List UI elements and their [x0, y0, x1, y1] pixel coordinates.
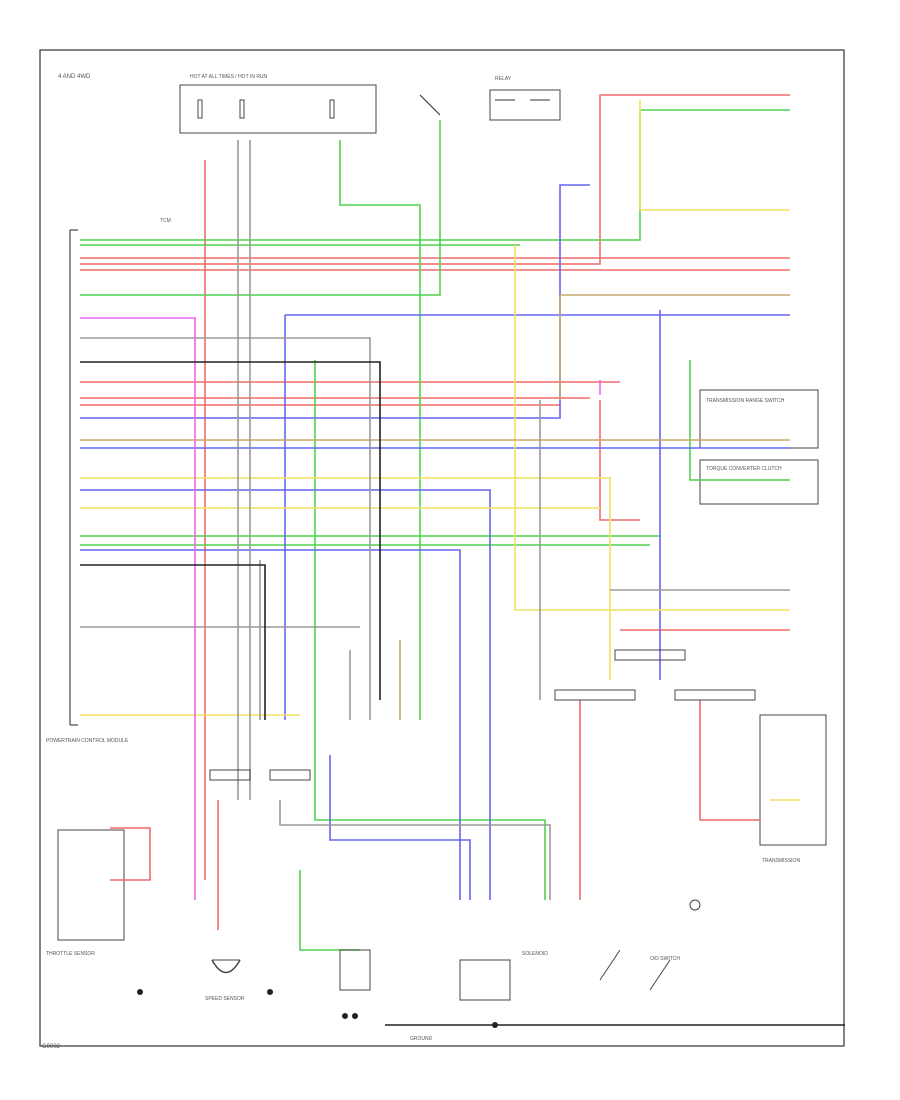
ground-icon: [137, 989, 498, 1028]
diagram-frame: [39, 49, 845, 1047]
wire-harness: [80, 94, 845, 1026]
right-module-label: TRANSMISSION RANGE SWITCH: [706, 398, 785, 404]
left-sensor-box: [57, 829, 125, 941]
footer-label: G0002: [42, 1044, 61, 1050]
ground-label: GROUND: [410, 1036, 433, 1042]
left-module-label: POWERTRAIN CONTROL MODULE: [46, 738, 129, 744]
right-module-box-2: [699, 459, 819, 505]
fuse-icons: [197, 99, 335, 119]
fuse-box-label: HOT AT ALL TIMES / HOT IN RUN: [190, 74, 268, 80]
speed-sensor-label: SPEED SENSOR: [205, 996, 245, 1002]
left-sensor-label: THROTTLE SENSOR: [46, 951, 95, 957]
right-module-label-2: TORQUE CONVERTER CLUTCH: [706, 466, 782, 472]
solenoid-label: SOLENOID: [522, 951, 548, 957]
connector-stubs: [209, 649, 756, 1001]
transmission-label: TRANSMISSION: [762, 858, 800, 864]
ecu-title: TCM: [160, 218, 171, 224]
overdrive-switch-icon: [599, 899, 701, 991]
overdrive-label: O/D SWITCH: [650, 956, 680, 962]
relay-label: RELAY: [495, 76, 512, 82]
transmission-box: [759, 714, 827, 846]
speed-sensor-icon: [211, 959, 241, 974]
ignition-switch: [419, 89, 561, 121]
header-label: 4 AND 4WD: [58, 74, 91, 80]
fuse-box: [179, 84, 377, 134]
